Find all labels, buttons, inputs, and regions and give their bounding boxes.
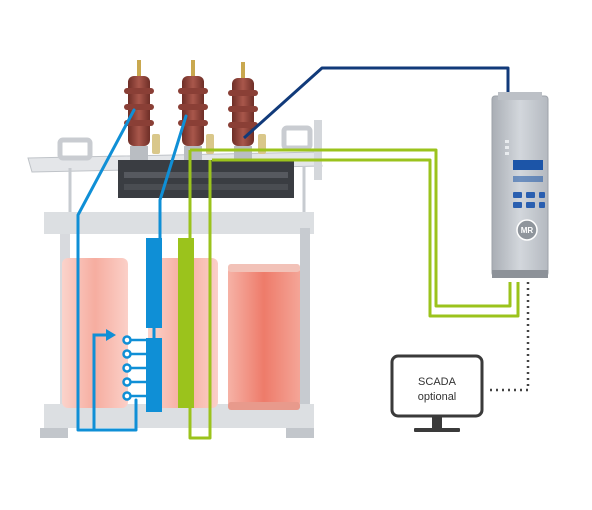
controller-display <box>513 160 543 170</box>
regulating-winding <box>92 238 162 430</box>
controller-led-column <box>505 140 509 155</box>
voltage-regulator-controller: MR <box>491 92 549 278</box>
tap-changer-block <box>118 160 294 198</box>
mr-logo-text: MR <box>521 226 534 235</box>
blue-tap-return <box>92 398 138 432</box>
bushing-2 <box>178 60 208 160</box>
dark-blue-link <box>242 66 510 140</box>
current-transformer-bar <box>178 238 194 408</box>
scada-link-dotted <box>486 282 530 392</box>
blue-signal-lines <box>76 108 188 432</box>
green-line-inner <box>212 158 520 318</box>
transformer <box>27 60 323 438</box>
blue-line-outer <box>76 108 136 432</box>
bushing-3 <box>228 62 258 160</box>
blue-line-inner <box>158 114 188 242</box>
tap-selector-arrow <box>92 329 116 430</box>
mr-logo: MR <box>516 219 538 241</box>
green-line-outer <box>190 148 512 308</box>
scada-monitor-icon: SCADA optional <box>390 354 484 432</box>
coil-right <box>228 264 300 410</box>
scada-label: SCADA <box>418 376 457 388</box>
scada-optional-label: optional <box>418 391 457 403</box>
controller-keypad <box>513 192 545 208</box>
bushing-1 <box>124 60 154 160</box>
tap-contacts <box>122 335 132 401</box>
